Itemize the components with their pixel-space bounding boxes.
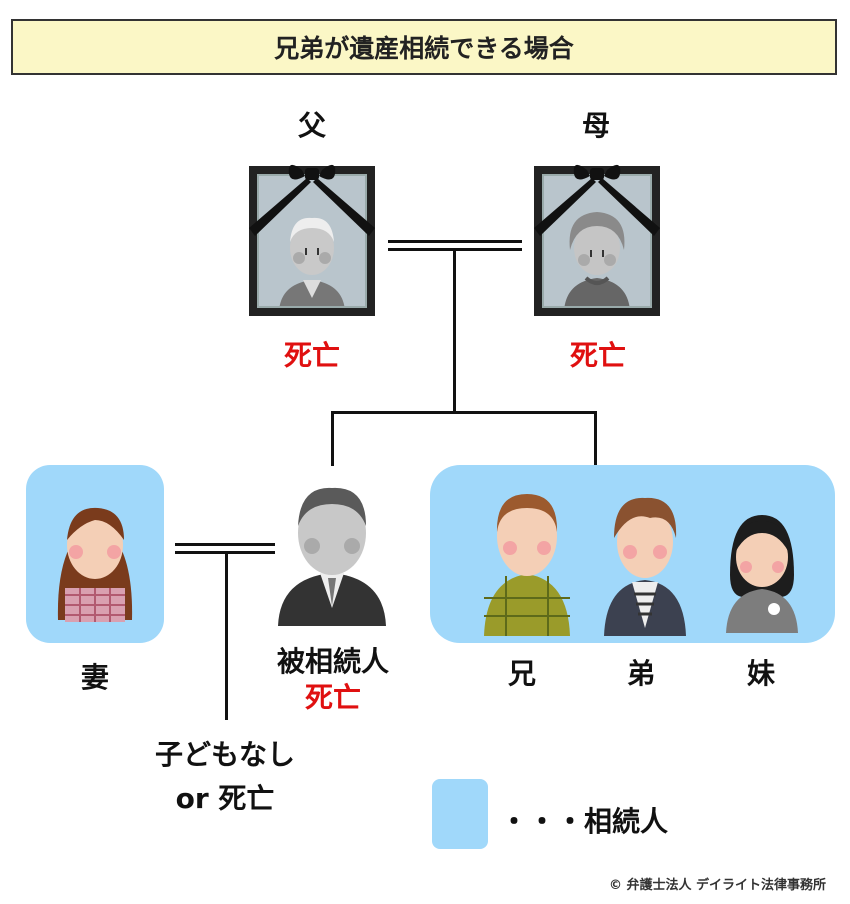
parents-descent-line [453,250,456,413]
spouse-marriage-line-top [175,543,275,546]
spouse-marriage-line-bottom [175,551,275,554]
younger-brother-figure-icon [604,497,686,636]
parents-marriage-line-bottom [388,248,522,251]
children-horizontal-line [331,411,597,414]
older-brother-figure-icon [484,494,570,636]
wife-figure-icon [57,507,133,622]
legend-swatch [432,779,488,849]
children-descent-line [225,553,228,720]
mother-status: 死亡 [569,339,626,372]
copyright-credit: © 弁護士法人 デイライト法律事務所 [608,878,826,893]
mother-mourning-ribbon-icon [534,164,660,236]
father-label: 父 [297,109,326,142]
mother-figure-icon [564,212,630,306]
parents-marriage-line-top [388,240,522,243]
older-brother-label: 兄 [507,657,536,690]
wife-label: 妻 [80,661,109,694]
legend-label: ・・・相続人 [500,805,669,838]
younger-sister-label: 妹 [746,657,775,690]
deceased-branch-line [331,411,334,466]
father-status: 死亡 [283,339,340,372]
siblings-branch-line [594,411,597,466]
father-portrait [249,166,375,316]
children-note-line1: 子どもなし [154,738,295,771]
mother-label: 母 [581,109,610,142]
diagram-title: 兄弟が遺産相続できる場合 [11,19,837,75]
father-mourning-ribbon-icon [249,164,375,236]
younger-sister-figure-icon [726,515,798,633]
children-note-line2: or 死亡 [175,782,275,815]
deceased-status: 死亡 [304,681,361,714]
deceased-figure-icon [278,487,386,626]
younger-brother-label: 弟 [626,657,655,690]
father-figure-icon [279,217,345,306]
deceased-label: 被相続人 [276,645,389,678]
mother-portrait [534,166,660,316]
